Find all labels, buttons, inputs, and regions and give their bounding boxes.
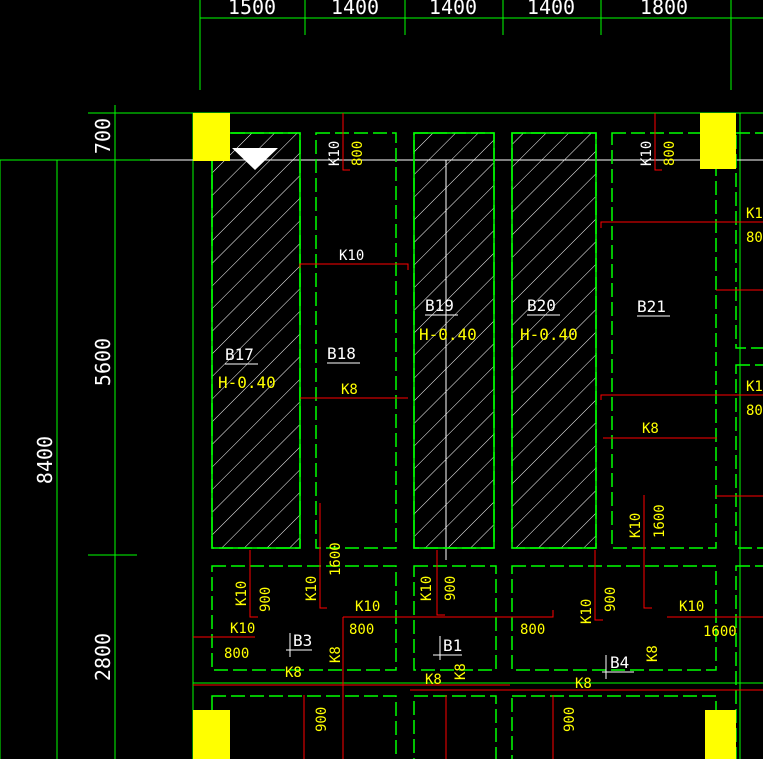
rebar-label: K10 xyxy=(339,248,364,264)
slab-label-b20: B20 xyxy=(527,296,556,315)
slab-elevation-b20: H-0.40 xyxy=(520,325,578,344)
slab-label-b1: B1 xyxy=(443,636,462,655)
rebar-length: 800 xyxy=(350,141,366,166)
rebar-length: 900 xyxy=(258,587,274,612)
rebar-label: K8 xyxy=(341,382,358,398)
elevation-marker-icon xyxy=(232,148,278,170)
rebar-label: K10 xyxy=(679,599,704,615)
rebar-length: 1600 xyxy=(328,542,344,576)
slab-label-b18: B18 xyxy=(327,344,356,363)
rebar-label: K10 xyxy=(639,141,655,166)
rebar-label: K10 xyxy=(419,576,435,601)
rebar-label: K10 xyxy=(355,599,380,615)
column-bottom-right xyxy=(705,710,736,759)
dim-left-bottom: 2800 xyxy=(91,633,115,681)
rebar-length: 1600 xyxy=(703,624,737,640)
rebar-length: 800 xyxy=(520,622,545,638)
slab-label-b19: B19 xyxy=(425,296,454,315)
rebar-label: K8 xyxy=(285,665,302,681)
rebar-label: K8 xyxy=(328,646,344,663)
slab-label-b4: B4 xyxy=(610,653,629,672)
top-dimension-chain: 1500 1400 1400 1400 1800 xyxy=(199,0,763,90)
rebar-label: K8 xyxy=(642,421,659,437)
dim-left-top: 700 xyxy=(91,118,115,154)
rebar-labels: K10 800 K10 800 K1 80 K1 80 K10 K8 K8 K1… xyxy=(224,141,763,732)
rebar-label: K10 xyxy=(579,599,595,624)
slab-elevation-b19: H-0.40 xyxy=(419,325,477,344)
rebar-label: K8 xyxy=(575,676,592,692)
column-top-left xyxy=(193,113,230,161)
rebar-label: K8 xyxy=(453,663,469,680)
rebar-label: K1 xyxy=(746,206,763,222)
dim-top-3: 1400 xyxy=(429,0,477,19)
rebar-label: K8 xyxy=(645,645,661,662)
dim-left-middle: 5600 xyxy=(91,338,115,386)
rebar-length: 900 xyxy=(443,576,459,601)
slab-label-b3: B3 xyxy=(293,631,312,650)
dim-top-2: 1400 xyxy=(331,0,379,19)
rebar-length: 900 xyxy=(562,707,578,732)
rebar-label: K1 xyxy=(746,379,763,395)
rebar-label: K10 xyxy=(304,576,320,601)
column-top-right xyxy=(700,113,736,169)
rebar-length: 80 xyxy=(746,230,763,246)
rebar-label: K10 xyxy=(628,513,644,538)
rebar-label: K10 xyxy=(234,581,250,606)
rebar-length: 900 xyxy=(603,587,619,612)
rebar-label: K10 xyxy=(230,621,255,637)
rebar-length: 80 xyxy=(746,403,763,419)
rebar-length: 800 xyxy=(662,141,678,166)
dim-top-1: 1500 xyxy=(228,0,276,19)
rebar-label: K8 xyxy=(425,672,442,688)
dim-top-5: 1800 xyxy=(640,0,688,19)
rebar-length: 1600 xyxy=(652,504,668,538)
dim-top-4: 1400 xyxy=(527,0,575,19)
slab-label-b17: B17 xyxy=(225,345,254,364)
slab-label-b21: B21 xyxy=(637,297,666,316)
rebar-length: 900 xyxy=(314,707,330,732)
column-bottom-left xyxy=(193,710,230,759)
hatched-slabs xyxy=(211,132,597,549)
columns xyxy=(193,113,736,759)
slab-elevation-b17: H-0.40 xyxy=(218,373,276,392)
rebar-label: K10 xyxy=(327,141,343,166)
dim-left-total: 8400 xyxy=(33,436,57,484)
rebar-length: 800 xyxy=(224,646,249,662)
left-dimension-chain: 700 5600 2800 8400 xyxy=(0,105,200,759)
rebar-length: 800 xyxy=(349,622,374,638)
rebar-lines xyxy=(193,113,763,759)
slab-labels: B17 H-0.40 B18 B19 H-0.40 B20 H-0.40 B21… xyxy=(218,296,670,679)
